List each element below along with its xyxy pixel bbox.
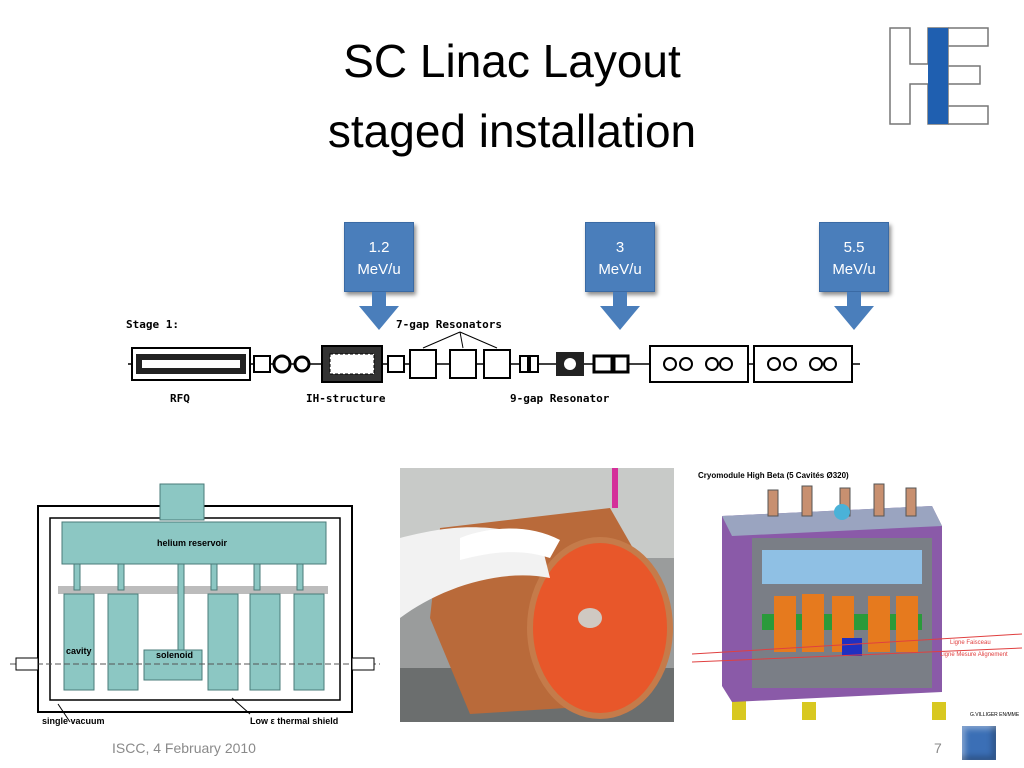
cryomodule-2-outline (753, 345, 853, 383)
callout-unit: MeV/u (357, 261, 401, 278)
energy-callout-3: 5.5 MeV/u (819, 222, 889, 292)
callout-value: 3 (615, 239, 625, 256)
shield-label: Low ε thermal shield (250, 716, 338, 726)
energy-callout-1: 1.2 MeV/u (344, 222, 414, 292)
footer-text: ISCC, 4 February 2010 (112, 740, 256, 756)
rfq-structure (131, 347, 251, 381)
callout-unit: MeV/u (598, 261, 642, 278)
seven-gap-resonators (409, 331, 511, 379)
stage-label: Stage 1: (126, 318, 179, 331)
cad-credit: G.VILLIGER EN/MME (970, 712, 1020, 718)
cryomodule-title: Cryomodule High Beta (5 Cavités Ø320) (698, 471, 849, 480)
page-number: 7 (934, 740, 942, 756)
seven-gap-label: 7-gap Resonators (396, 318, 502, 331)
linac-layout-diagram: Stage 1: 7-gap Resonators RFQ IH-structu… (126, 318, 860, 405)
hie-logo (889, 27, 989, 125)
beam-line-label: Ligne Faisceau (950, 640, 991, 646)
rfq-label: RFQ (170, 392, 190, 405)
callout-arrow-stem (847, 292, 861, 306)
energy-callout-2: 3 MeV/u (585, 222, 655, 292)
copper-cavity-photo (400, 468, 674, 722)
callout-value: 1.2 (368, 239, 390, 256)
helium-reservoir (61, 521, 327, 565)
cavity-label: cavity (66, 646, 92, 656)
cryostat-schematic: helium reservoir cavity solenoid single … (10, 483, 380, 726)
callout-value: 5.5 (843, 239, 865, 256)
slide-nav-button[interactable] (962, 726, 996, 760)
down-arrow-icon (359, 306, 399, 330)
callout-unit: MeV/u (832, 261, 876, 278)
down-arrow-icon (600, 306, 640, 330)
vacuum-label: single vacuum (42, 716, 105, 726)
nine-gap-label: 9-gap Resonator (510, 392, 610, 405)
callout-arrow-stem (613, 292, 627, 306)
cryomodule-1-outline (649, 345, 749, 383)
solenoid-label: solenoid (156, 650, 193, 660)
down-arrow-icon (834, 306, 874, 330)
slide-title-line1: SC Linac Layout (343, 35, 681, 87)
cryomodule-cad-image: Cryomodule High Beta (5 Cavités Ø320) Li… (692, 466, 1022, 722)
slide-title-line2: staged installation (327, 105, 697, 157)
ih-structure (321, 345, 383, 383)
alignment-line-label: Ligne Mesure Alignement (940, 652, 1008, 658)
ih-label: IH-structure (306, 392, 386, 405)
cavity (63, 593, 95, 691)
callout-arrow-stem (372, 292, 386, 306)
reservoir-label: helium reservoir (157, 538, 228, 548)
nine-gap-resonator (556, 352, 584, 376)
solenoid (143, 649, 203, 681)
